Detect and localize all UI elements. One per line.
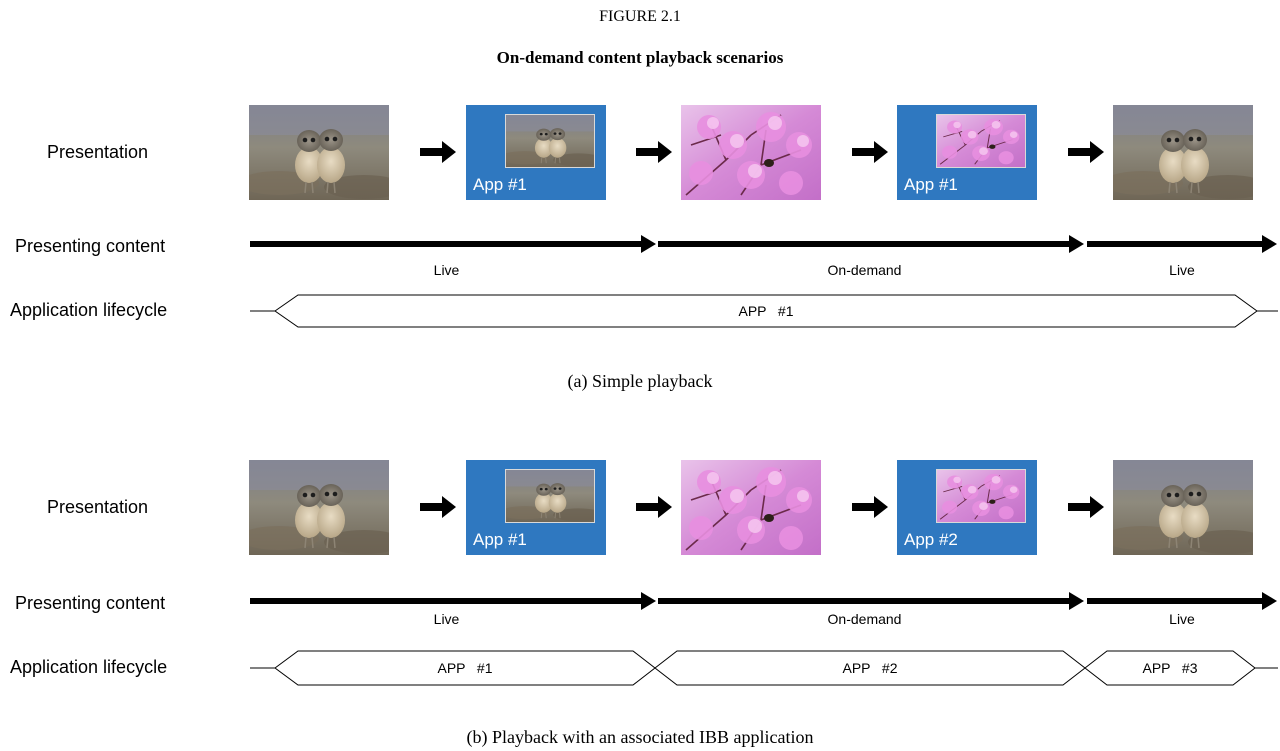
app-label: App #2 <box>904 530 958 549</box>
content-segment-bar <box>1087 241 1264 247</box>
content-segment-arrowhead <box>1069 592 1084 610</box>
content-segment-arrowhead <box>1262 235 1277 253</box>
presentation-frame-live-owls <box>249 105 389 200</box>
app-label: App #1 <box>473 175 527 194</box>
video-inset-owls <box>505 114 595 168</box>
flow-arrow-icon <box>636 141 672 163</box>
flowers-image <box>681 460 821 555</box>
owls-image <box>1113 460 1253 555</box>
flow-arrow-icon <box>636 496 672 518</box>
content-segment-bar <box>1087 598 1264 604</box>
lifecycle-label: APP #1 <box>738 303 794 319</box>
content-segment-bar <box>250 241 643 247</box>
flow-arrow-icon <box>420 141 456 163</box>
content-segment-arrowhead <box>641 235 656 253</box>
flowers-image <box>681 105 821 200</box>
flow-arrow-icon <box>1068 496 1104 518</box>
lifecycle-label: APP #2 <box>842 660 898 676</box>
app-label: App #1 <box>904 175 958 194</box>
content-label: Live <box>433 262 460 278</box>
figure-title: On-demand content playback scenarios <box>496 48 784 67</box>
content-segment-arrowhead <box>641 592 656 610</box>
caption-a: (a) Simple playback <box>567 371 713 391</box>
flow-arrow-icon <box>852 141 888 163</box>
content-segment-arrowhead <box>1069 235 1084 253</box>
content-label: Live <box>1169 611 1195 627</box>
caption-b: (b) Playback with an associated IBB appl… <box>466 727 814 747</box>
row-label-application-lifecycle-a: Application lifecycle <box>10 300 168 320</box>
content-label: On-demand <box>827 262 902 278</box>
presentation-frame-app: App #1 <box>897 105 1037 200</box>
presentation-frame-ondemand-flowers <box>681 460 821 555</box>
owls-image <box>249 105 389 200</box>
presentation-frame-app: App #1 <box>466 105 606 200</box>
flow-arrow-icon <box>1068 141 1104 163</box>
owls-image <box>1113 105 1253 200</box>
row-label-presentation-a: Presentation <box>47 142 149 162</box>
content-segment-bar <box>250 598 643 604</box>
row-label-presentation-b: Presentation <box>47 497 149 517</box>
flow-arrow-icon <box>420 496 456 518</box>
content-label: On-demand <box>827 611 902 627</box>
content-label: Live <box>1169 262 1195 278</box>
content-segment-bar <box>658 241 1071 247</box>
presentation-frame-ondemand-flowers <box>681 105 821 200</box>
content-label: Live <box>433 611 460 627</box>
presentation-frame-app: App #2 <box>897 460 1037 555</box>
row-label-presenting-content-b: Presenting content <box>15 593 166 613</box>
presentation-frame-live-owls <box>249 460 389 555</box>
presentation-frame-app: App #1 <box>466 460 606 555</box>
video-inset-flowers <box>936 469 1026 523</box>
lifecycle-label: APP #1 <box>437 660 493 676</box>
video-inset-owls <box>505 469 595 523</box>
row-label-presenting-content-a: Presenting content <box>15 236 166 256</box>
lifecycle-label: APP #3 <box>1142 660 1198 676</box>
content-segment-bar <box>658 598 1071 604</box>
video-inset-flowers <box>936 114 1026 168</box>
content-segment-arrowhead <box>1262 592 1277 610</box>
presentation-frame-live-owls <box>1113 105 1253 200</box>
figure-number: FIGURE 2.1 <box>599 8 681 25</box>
flow-arrow-icon <box>852 496 888 518</box>
presentation-frame-live-owls <box>1113 460 1253 555</box>
app-label: App #1 <box>473 530 527 549</box>
row-label-application-lifecycle-b: Application lifecycle <box>10 657 168 677</box>
owls-image <box>249 460 389 555</box>
